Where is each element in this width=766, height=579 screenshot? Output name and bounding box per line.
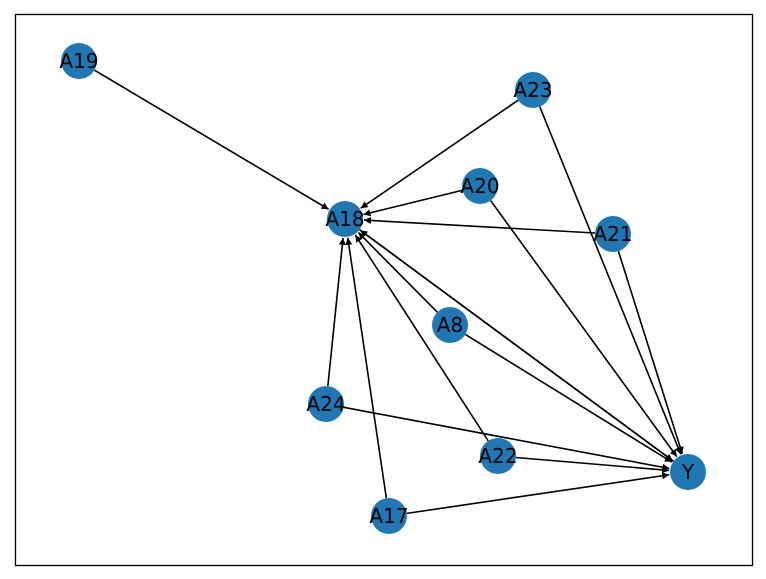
node-a20: A20 [460,168,500,204]
node-circle [515,72,551,108]
node-a21: A21 [593,216,633,252]
node-label: A23 [513,78,552,102]
node-circle [480,438,516,474]
edge-a23-to-y [539,106,682,455]
node-a18: A18 [325,201,365,237]
node-a19: A19 [59,43,99,79]
node-circle [371,498,407,534]
node-circle [61,43,97,79]
node-circle [670,454,706,490]
edge-a20-to-y [489,200,678,458]
node-label: A17 [369,504,408,528]
node-label: A8 [437,313,463,337]
node-y: Y [670,454,706,490]
node-circle [327,201,363,237]
node-label: A22 [478,444,517,468]
edge-a8-to-a18 [357,231,438,313]
edge-a8-to-y [464,333,673,463]
node-a24: A24 [306,386,346,422]
edge-a21-to-a18 [363,216,596,234]
node-a22: A22 [478,438,518,474]
node-circle [308,386,344,422]
edge-a19-to-a18 [94,69,330,210]
plot-frame [14,13,754,567]
edge-a22-to-y [515,456,670,474]
edge-a24-to-y [343,406,670,471]
edge-a17-to-y [406,472,670,515]
node-label: A21 [593,222,632,246]
edge-a17-to-a18 [345,237,388,499]
node-circle [462,168,498,204]
edge-a20-to-a18 [363,189,463,217]
node-label: A20 [460,174,499,198]
edge-a21-to-y [617,250,684,455]
edges-layer [94,69,684,515]
node-a8: A8 [432,307,468,343]
edge-a23-to-a18 [360,99,519,209]
edge-a18-to-y [359,229,674,462]
node-label: Y [681,460,695,484]
edge-a24-to-a18 [327,237,346,387]
node-a23: A23 [513,72,553,108]
node-a17: A17 [369,498,409,534]
node-circle [595,216,631,252]
edge-a22-to-a18 [354,234,489,442]
node-label: A18 [325,207,364,231]
node-label: A24 [306,392,345,416]
node-label: A19 [59,49,98,73]
node-circle [432,307,468,343]
